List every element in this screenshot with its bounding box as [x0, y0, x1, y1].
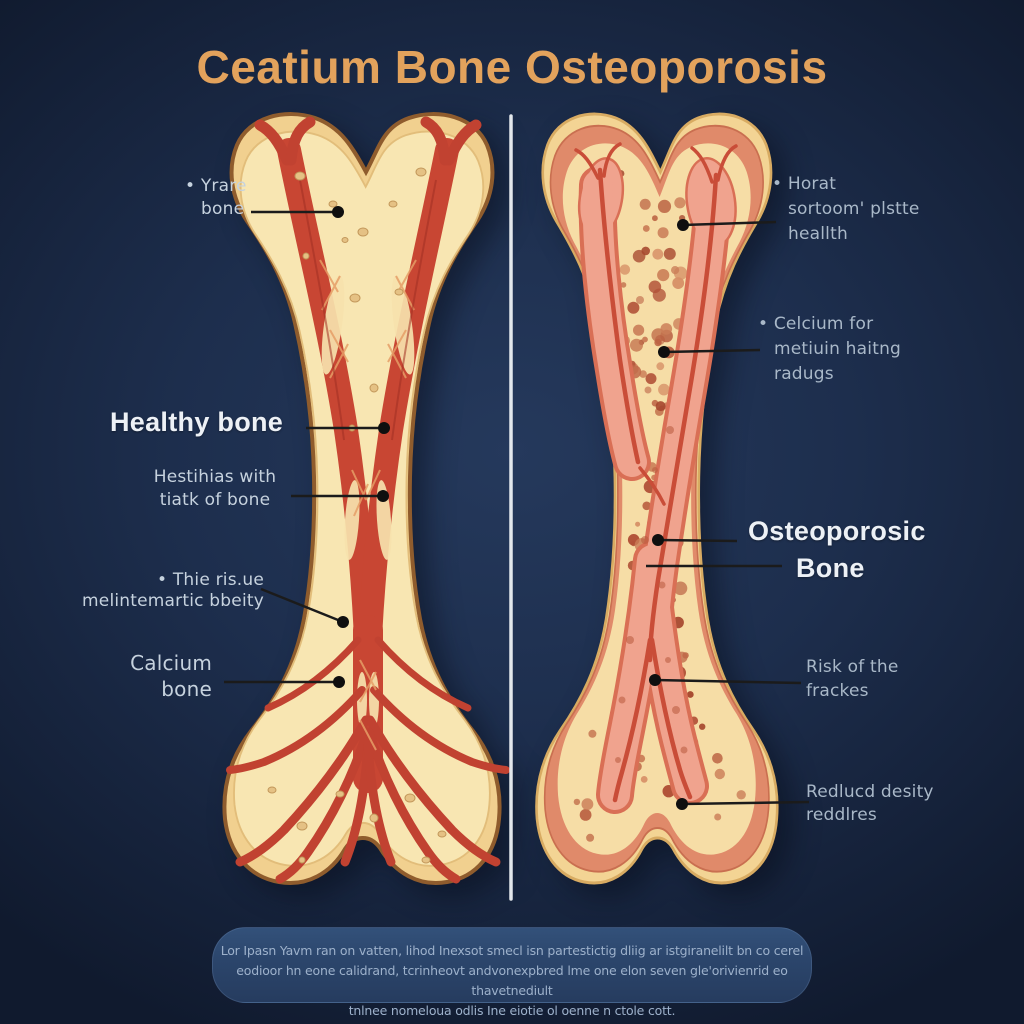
label-line: melintemartic bbeity [82, 591, 264, 611]
label-line: • Celcium for [758, 314, 874, 334]
label-line: frackes [806, 681, 869, 701]
label-celcium: • Celcium for metiuin haitng radugs [758, 312, 901, 387]
label-line: radugs [774, 364, 834, 384]
footer-line: eodioor hn eone calidrand, tcrinheovt an… [236, 963, 788, 998]
healthy-bone-speckles [267, 167, 447, 864]
label-reduced-density: Redlucd desity reddlres [806, 781, 934, 827]
heading-line: Bone [796, 553, 865, 583]
heading-line: Osteoporosic [748, 516, 926, 546]
label-risue: • Thie ris.ue melintemartic bbeity [58, 570, 264, 612]
label-line: reddlres [806, 805, 877, 825]
osteoporosic-bone-heading: Osteoporosic Bone [748, 514, 926, 585]
label-line: • Yrare [185, 176, 247, 196]
label-risk-frackes: Risk of the frackes [806, 655, 899, 703]
label-line: bone [161, 677, 212, 701]
osteoporotic-marrow [574, 142, 738, 814]
footer-line: Lor Ipasn Yavm ran on vatten, lihod Inex… [220, 943, 804, 958]
label-line: Redlucd desity [806, 782, 934, 802]
footer-line: tnlnee nomeloua odlis Ine eiotie ol oenn… [348, 1003, 676, 1018]
label-line: Risk of the [806, 657, 899, 677]
label-line: bone [201, 199, 245, 219]
osteoporotic-bone-illustration [535, 112, 779, 885]
label-line: • Thie ris.ue [157, 570, 264, 590]
label-hestihias: Hestihias with tiatk of bone [140, 466, 290, 512]
label-line: heallth [788, 224, 848, 244]
label-yrare-bone: • Yrare bone [185, 175, 247, 221]
page-title: Ceatium Bone Osteoporosis [196, 41, 828, 93]
label-line: tiatk of bone [159, 490, 271, 510]
label-line: Calcium [130, 651, 212, 675]
label-line: Hestihias with [153, 467, 277, 487]
label-calcium-bone: Calcium bone [110, 650, 212, 702]
healthy-bone-heading: Healthy bone [110, 407, 284, 437]
marrow-overlay-dots [615, 296, 688, 763]
footer-note: Lor Ipasn Yavm ran on vatten, lihod Inex… [212, 927, 812, 1018]
label-line: sortoom' plstte [788, 199, 920, 219]
label-line: • Horat [772, 174, 837, 194]
pointer-lines [224, 206, 810, 810]
label-line: metiuin haitng [774, 339, 902, 359]
label-horat: • Horat sortoom' plstte heallth [772, 172, 920, 247]
